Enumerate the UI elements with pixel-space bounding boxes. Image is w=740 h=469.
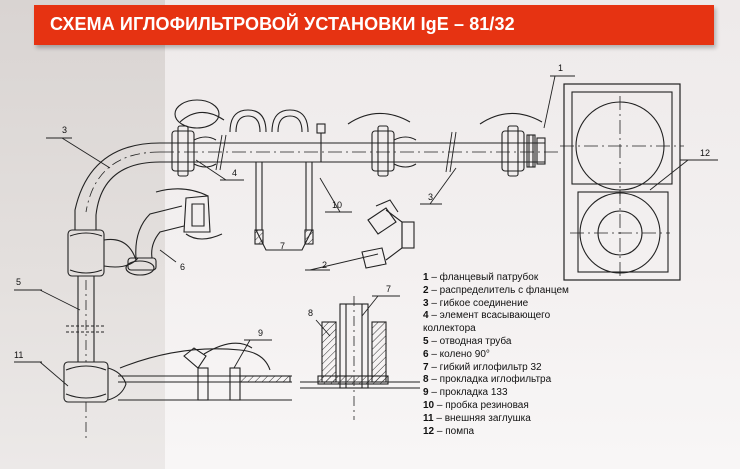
callout-2: 2	[322, 260, 327, 270]
legend-item-number: 9	[423, 387, 429, 399]
leader-lines	[14, 75, 718, 387]
clamp-gasket-detail	[118, 342, 292, 401]
legend-item-text: – внешняя заглушка	[433, 412, 531, 424]
legend-item-text: – элемент всасывающего	[428, 310, 551, 322]
legend-item: 6 – колено 90°	[423, 349, 623, 362]
legend-item-text: – отводная труба	[428, 335, 512, 347]
legend-item: 10 – пробка резиновая	[423, 400, 623, 413]
legend-item-number: 1	[423, 272, 429, 283]
callout-8: 8	[308, 308, 313, 318]
legend-item: 8 – прокладка иглофильтра	[423, 374, 623, 387]
callout-9: 9	[258, 328, 263, 338]
callout-5: 5	[16, 277, 21, 287]
legend-item-number: 5	[423, 335, 429, 347]
legend-item-text: – распределитель с фланцем	[428, 284, 569, 296]
legend-item-number: 2	[423, 284, 429, 296]
callout-labels: 1 2 3 3 4 5 6 7 7 8 9 10 11 12	[14, 63, 710, 360]
legend-item: 1 – фланцевый патрубок	[423, 272, 623, 285]
wellpoints	[229, 109, 326, 251]
callout-12: 12	[700, 148, 710, 158]
elbow-90	[127, 188, 223, 271]
title-banner: СХЕМА ИГЛОФИЛЬТРОВОЙ УСТАНОВКИ IgE – 81/…	[34, 5, 714, 45]
legend-item: 12 – помпа	[423, 426, 623, 439]
callout-6: 6	[180, 262, 185, 272]
callout-7-detail: 7	[386, 284, 391, 294]
legend-item-text: коллектора	[423, 323, 476, 335]
legend-item: 2 – распределитель с фланцем	[423, 285, 623, 298]
callout-10: 10	[332, 200, 342, 210]
legend-item-text: – гибкое соединение	[428, 297, 529, 309]
legend-item-number: 12	[423, 425, 435, 437]
legend-item-number: 3	[423, 297, 429, 309]
flexible-bend-and-drain	[63, 142, 161, 440]
legend-item-number: 11	[423, 412, 434, 424]
legend-item-text: – колено 90°	[428, 348, 490, 360]
legend-item-number: 7	[423, 361, 429, 373]
suction-collector-pipe	[160, 131, 560, 173]
pump	[560, 83, 684, 281]
callout-1: 1	[558, 63, 563, 73]
callout-11: 11	[14, 350, 23, 360]
legend-item-number: 10	[423, 399, 435, 411]
legend-item: 9 – прокладка 133	[423, 387, 623, 400]
legend-item: 3 – гибкое соединение	[423, 298, 623, 311]
legend-item-text: – гибкий иглофильтр 32	[428, 361, 542, 373]
legend-item-text: – пробка резиновая	[434, 399, 529, 411]
callout-3-left: 3	[62, 125, 67, 135]
legend-item-number: 4	[423, 310, 429, 322]
callout-3-right: 3	[428, 192, 433, 202]
callout-7-top: 7	[280, 241, 285, 251]
distributor-with-flange	[361, 199, 415, 269]
legend-item-number: 8	[423, 374, 429, 386]
callout-4: 4	[232, 168, 237, 178]
legend-item: 4 – элемент всасывающего	[423, 310, 623, 323]
legend-item: коллектора	[423, 323, 623, 336]
legend-item: 7 – гибкий иглофильтр 32	[423, 362, 623, 375]
legend-item-number: 6	[423, 348, 429, 360]
legend-item-text: – прокладка иглофильтра	[428, 374, 552, 386]
collector-couplings	[171, 99, 546, 177]
legend-item-text: – прокладка 133	[428, 387, 508, 399]
wellpoint-gasket-detail	[300, 296, 420, 420]
legend-item: 11 – внешняя заглушка	[423, 413, 623, 426]
legend-item-text: – помпа	[434, 425, 475, 437]
legend-item-text: – фланцевый патрубок	[428, 272, 539, 283]
legend-item: 5 – отводная труба	[423, 336, 623, 349]
page-title: СХЕМА ИГЛОФИЛЬТРОВОЙ УСТАНОВКИ IgE – 81/…	[50, 14, 515, 34]
